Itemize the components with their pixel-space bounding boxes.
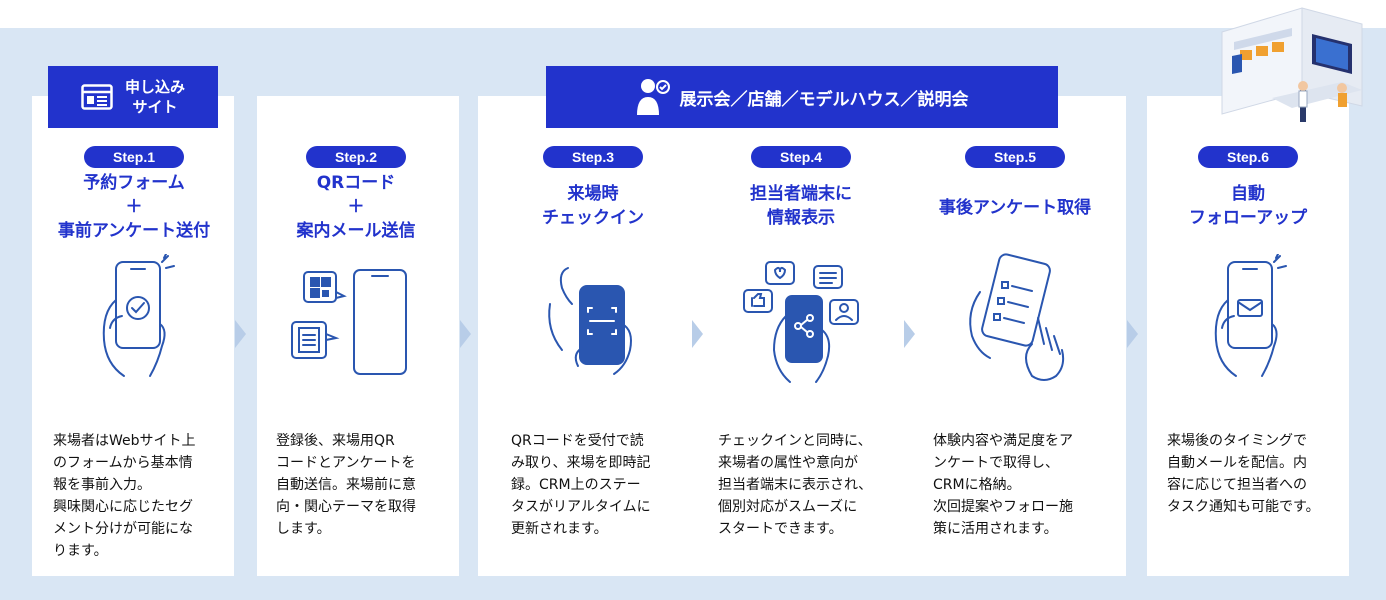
flow-arrow — [460, 320, 471, 348]
step-description: 来場後のタイミングで 自動メールを配信。内 容に応じて担当者への タスク通知も可… — [1167, 433, 1320, 515]
step-badge: Step.1 — [84, 146, 184, 168]
step-title: QRコード ＋ 案内メール送信 — [296, 173, 416, 241]
step-badge: Step.6 — [1198, 146, 1298, 168]
step-badge: Step.3 — [543, 146, 643, 168]
exhibition-booth-illustration — [1221, 7, 1363, 122]
phone-share-icon — [743, 261, 859, 383]
phone-scan-icon — [548, 267, 632, 375]
site-banner-label: 申し込み サイト — [124, 78, 185, 116]
event-banner: 展示会／店舗／モデルハウス／説明会 — [546, 66, 1058, 128]
flow-arrow — [235, 320, 246, 348]
browser-window-icon — [81, 84, 113, 110]
step-card-2 — [257, 96, 459, 576]
step-badge: Step.5 — [965, 146, 1065, 168]
flow-arrow — [1127, 320, 1138, 348]
person-icon — [636, 79, 670, 115]
step-title: 来場時 チェックイン — [542, 184, 644, 228]
step-badge: Step.2 — [306, 146, 406, 168]
step-description: 体験内容や満足度をア ンケートで取得し、 CRMに格納。 次回提案やフォロー施 … — [933, 433, 1073, 537]
site-banner: 申し込み サイト — [48, 66, 218, 128]
step-card-6 — [1147, 96, 1349, 576]
event-banner-label: 展示会／店舗／モデルハウス／説明会 — [679, 89, 969, 110]
phone-mail-icon — [1214, 254, 1287, 377]
step-title: 担当者端末に 情報表示 — [750, 184, 852, 228]
step-title: 自動 フォローアップ — [1188, 184, 1308, 228]
phone-check-icon — [102, 254, 175, 377]
phone-survey-icon — [969, 253, 1065, 381]
flow-arrow — [692, 320, 703, 348]
step-description: 来場者はWebサイト上 のフォームから基本情 報を事前入力。 興味関心に応じたセ… — [53, 433, 196, 559]
step-title: 事後アンケート取得 — [938, 198, 1092, 218]
step-badge: Step.4 — [751, 146, 851, 168]
step-description: 登録後、来場用QR コードとアンケートを 自動送信。来場前に意 向・関心テーマを… — [276, 433, 416, 537]
step-card-1 — [32, 96, 234, 576]
flow-arrow — [904, 320, 915, 348]
step-title: 予約フォーム ＋ 事前アンケート送付 — [57, 173, 211, 241]
step-description: チェックインと同時に、 来場者の属性や意向が 担当者端末に表示され、 個別対応が… — [718, 433, 873, 537]
phone-qr-icon — [291, 269, 407, 375]
step-description: QRコードを受付で読 み取り、来場を即時記 録。CRM上のステー タスがリアルタ… — [511, 433, 651, 537]
